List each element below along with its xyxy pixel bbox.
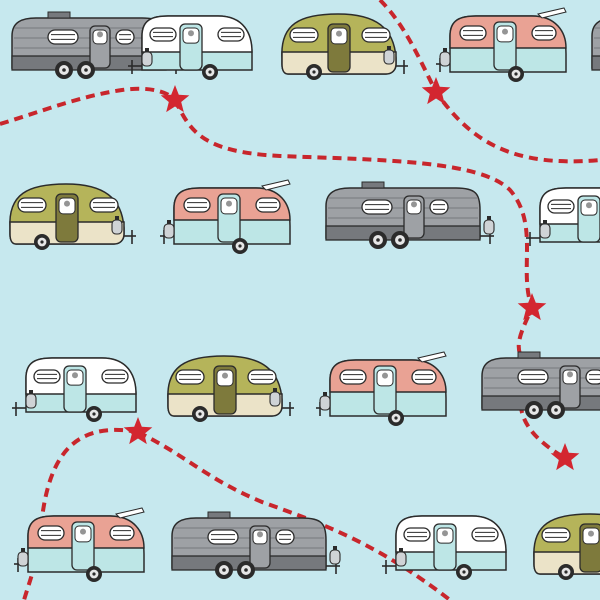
star-layer xyxy=(123,77,580,471)
silver-airstream-camper xyxy=(325,181,495,249)
white-canned-ham-camper xyxy=(526,187,600,246)
red-star-icon xyxy=(421,77,451,105)
pink-canned-ham-camper xyxy=(316,351,447,426)
pink-canned-ham-camper xyxy=(436,7,567,82)
olive-teardrop-camper xyxy=(9,183,136,250)
dashed-route xyxy=(0,86,177,126)
dashed-route xyxy=(173,99,567,460)
silver-airstream-camper xyxy=(591,20,600,71)
red-star-icon xyxy=(160,85,190,113)
dashed-route xyxy=(22,427,139,600)
white-canned-ham-camper xyxy=(12,357,137,422)
silver-airstream-camper xyxy=(171,511,341,579)
pink-canned-ham-camper xyxy=(160,179,291,254)
dashed-route xyxy=(378,0,600,164)
olive-teardrop-camper xyxy=(167,355,294,422)
red-star-icon xyxy=(550,443,580,471)
silver-airstream-camper xyxy=(481,351,600,419)
pink-canned-ham-camper xyxy=(14,507,145,582)
olive-teardrop-camper xyxy=(281,13,408,80)
red-star-icon xyxy=(517,293,547,321)
camper-layer xyxy=(9,7,600,582)
red-star-icon xyxy=(123,417,153,445)
white-canned-ham-camper xyxy=(128,15,253,80)
silver-airstream-camper xyxy=(11,11,181,79)
olive-teardrop-camper xyxy=(533,513,600,580)
white-canned-ham-camper xyxy=(382,515,507,580)
dashed-route xyxy=(137,430,452,600)
